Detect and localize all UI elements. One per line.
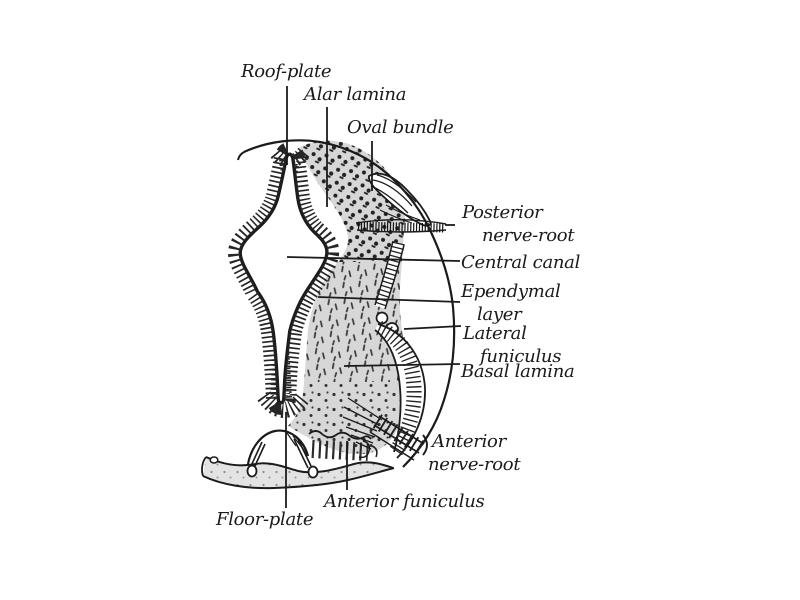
label-central-canal: Central canal xyxy=(461,252,581,273)
label-anterior-nerve-root-line1: Anterior xyxy=(432,431,506,452)
leader-ependymal-layer xyxy=(317,296,461,303)
oval-bundle-shape xyxy=(368,172,432,227)
label-lateral-funiculus: Lateral funiculus xyxy=(463,322,561,368)
anterior-funiculus-ribs xyxy=(308,430,378,461)
label-posterior-nerve-root-line2: nerve-root xyxy=(482,225,575,246)
label-anterior-nerve-root: Anterior nerve-root xyxy=(428,430,521,476)
leader-central-canal xyxy=(286,256,461,262)
label-anterior-funiculus: Anterior funiculus xyxy=(324,491,485,512)
label-oval-bundle: Oval bundle xyxy=(347,117,454,138)
floor-plate-hachures xyxy=(257,390,311,418)
label-lateral-funiculus-line1: Lateral xyxy=(463,323,527,344)
anterior-nerve-root-ladder xyxy=(342,397,428,461)
anterior-meninx-band xyxy=(201,456,395,490)
floor-plate-dome xyxy=(246,429,310,465)
label-ependymal-layer-line2: layer xyxy=(477,304,522,325)
label-ependymal-layer: Ependymal layer xyxy=(461,280,561,326)
label-ependymal-layer-line1: Ependymal xyxy=(461,281,561,302)
label-lateral-funiculus-line2: funiculus xyxy=(480,346,562,367)
nerve-root-end-curl xyxy=(422,434,428,456)
label-floor-plate: Floor-plate xyxy=(216,509,314,530)
label-basal-lamina: Basal lamina xyxy=(461,361,575,382)
label-alar-lamina: Alar lamina xyxy=(304,84,407,105)
leader-lateral-funiculus xyxy=(403,325,462,330)
ependymal-layer-band xyxy=(241,152,326,418)
label-posterior-nerve-root: Posterior nerve-root xyxy=(462,201,575,247)
leader-lines xyxy=(285,86,462,508)
label-roof-plate: Roof-plate xyxy=(241,61,332,82)
vessel-stalks xyxy=(246,436,319,479)
label-anterior-nerve-root-line2: nerve-root xyxy=(428,454,521,475)
leader-basal-lamina xyxy=(343,363,461,367)
label-posterior-nerve-root-line1: Posterior xyxy=(462,202,543,223)
outer-boundary-arc xyxy=(237,139,456,468)
posterior-nerve-root-bundle xyxy=(355,219,447,233)
